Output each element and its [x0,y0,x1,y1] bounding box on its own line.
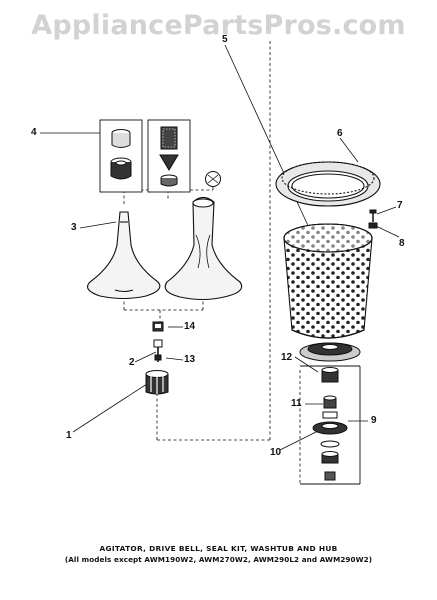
diagram-caption: AGITATOR, DRIVE BELL, SEAL KIT, WASHTUB … [0,544,437,564]
callout-13: 13 [184,354,196,365]
callout-10: 10 [270,447,282,458]
caption-models: (All models except AWM190W2, AWM270W2, A… [64,555,373,564]
callout-14: 14 [184,321,196,332]
caption-title: AGITATOR, DRIVE BELL, SEAL KIT, WASHTUB … [99,544,338,553]
callout-1: 1 [66,430,72,441]
callout-5: 5 [222,34,228,45]
callout-9: 9 [371,415,377,426]
callout-4: 4 [31,127,37,138]
callout-6: 6 [337,128,343,139]
callout-2: 2 [129,357,135,368]
callout-11: 11 [291,398,302,409]
callout-12: 12 [281,352,293,363]
callout-8: 8 [399,238,405,249]
callout-3: 3 [71,222,77,233]
callout-7: 7 [397,200,403,211]
watermark: AppliancePartsPros.com [31,10,406,41]
